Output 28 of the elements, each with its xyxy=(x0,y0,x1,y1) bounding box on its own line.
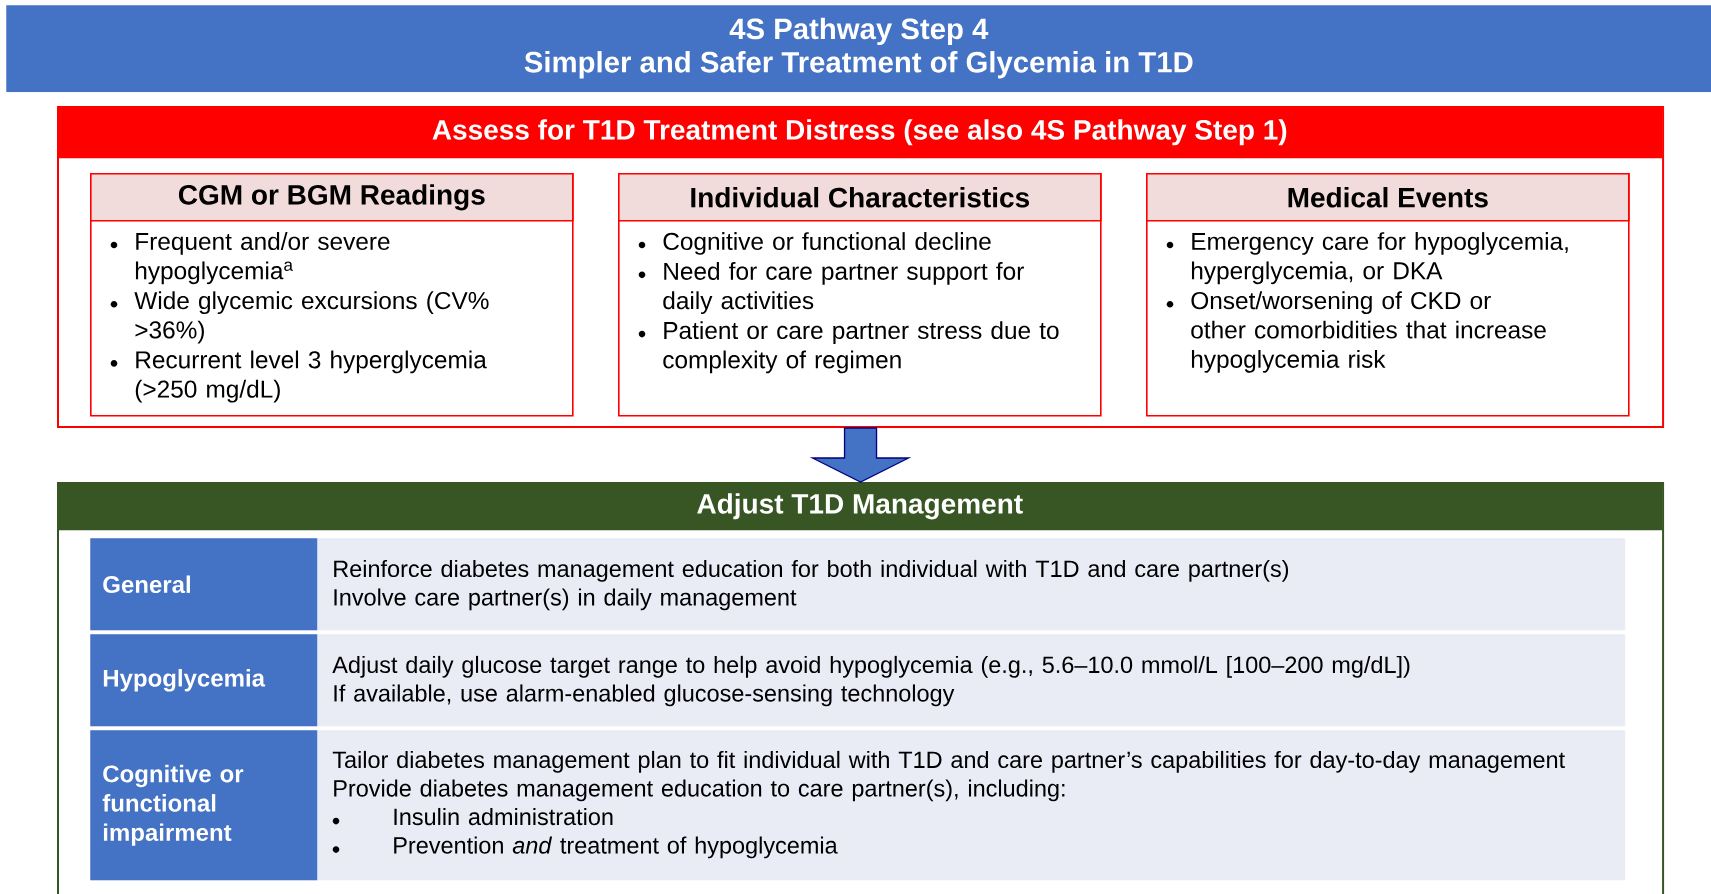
table-text: Reinforce diabetes management education for both individual with T1D and care partner(s) xyxy=(334,559,1289,582)
section-header: Assess for T1D Treatment Distress (see also 4S Pathway Step 1) xyxy=(57,106,1663,159)
box-heading: Medical Events xyxy=(1146,173,1630,222)
row-header-cell: Hypoglycemia xyxy=(90,634,318,727)
bullet-item: Patient or care partner stress due to complexity of regimen xyxy=(663,321,1059,374)
bullet-item: Need for care partner support for daily activities xyxy=(663,262,1024,315)
bullet-item: Wide glycemic excursions (CV% >36%) xyxy=(134,291,489,344)
bullet-item: Insulin administration xyxy=(394,807,613,826)
row-header-cell: Cognitive or functional impairment xyxy=(90,730,318,881)
table-text: Provide diabetes management education to care partner(s), including: xyxy=(334,779,1065,802)
title-banner xyxy=(6,5,1711,93)
table-text: Tailor diabetes management plan to fit individual with T1D and care partner’s capabilities for day-to-day management xyxy=(332,750,1565,773)
box-heading: Individual Characteristics xyxy=(618,173,1102,222)
table-text: Involve care partner(s) in daily management xyxy=(334,588,797,611)
row-header-cell: General xyxy=(90,538,318,631)
box-heading: CGM or BGM Readings xyxy=(90,173,574,222)
subtitle: Simpler and Safer Treatment of Glycemia in T1D xyxy=(524,51,1193,79)
table-text: Adjust daily glucose target range to help avoid hypoglycemia (e.g., 5.6–10.0 mmol/L [100–200 mg/dL]) xyxy=(332,655,1410,678)
title: 4S Pathway Step 4 xyxy=(729,17,989,46)
bullet-item: Cognitive or functional decline xyxy=(663,232,991,255)
block-arrow xyxy=(809,427,912,483)
bullet-item: Recurrent level 3 hyperglycemia (>250 mg/dL) xyxy=(135,350,487,403)
bullet-item: Frequent and/or severe hypoglycemia$^{a}$ xyxy=(135,232,390,285)
bullet-item: Emergency care for hypoglycemia, hyperglycemia, or DKA xyxy=(1191,232,1568,285)
bullet-item: Onset/worsening of CKD or other comorbidities that increase hypoglycemia risk xyxy=(1191,291,1546,373)
bullet-item: Prevention and treatment of hypoglycemia xyxy=(394,836,838,859)
section-header: Adjust T1D Management xyxy=(57,482,1663,531)
table-text: If available, use alarm-enabled glucose-sensing technology xyxy=(334,684,955,707)
